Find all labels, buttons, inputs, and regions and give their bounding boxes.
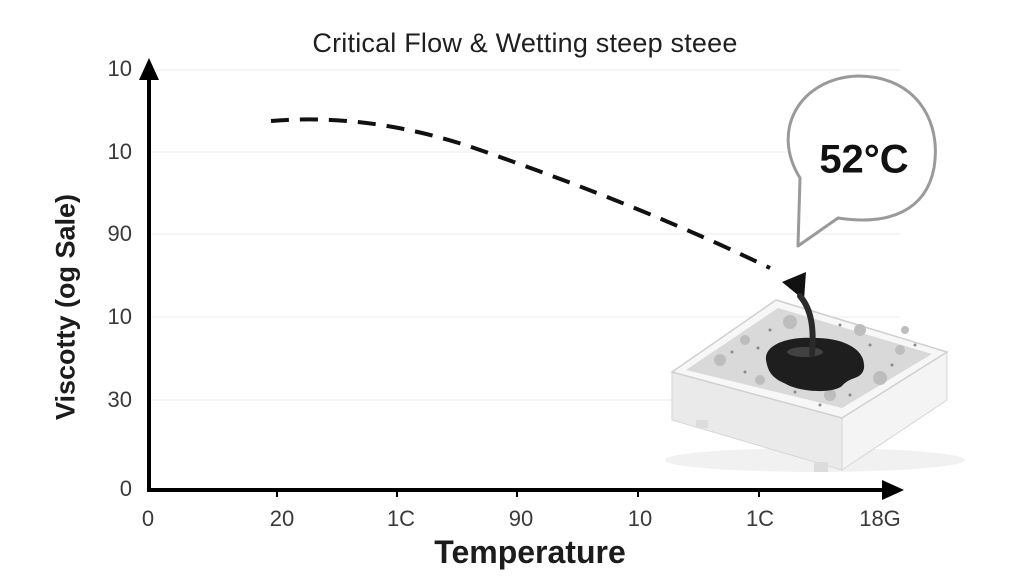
y-tick-label: 30 <box>107 387 132 412</box>
x-tick-label: 18G <box>859 506 901 531</box>
curve-arrowhead-icon <box>782 272 806 300</box>
y-axis-arrow-icon <box>139 58 159 80</box>
x-tick-label: 20 <box>269 506 295 531</box>
x-axis-label: Temperature <box>434 534 626 570</box>
x-tick-label: 1C <box>386 506 416 531</box>
y-tick-label: 10 <box>107 139 132 164</box>
y-tick-label: 0 <box>119 476 132 501</box>
x-tick-label: 10 <box>627 506 653 531</box>
y-tick-label: 90 <box>107 221 132 246</box>
x-axis-arrow-icon <box>882 480 904 500</box>
gridlines <box>150 69 900 401</box>
callout-text: 52°C <box>819 137 909 182</box>
liquid-stream <box>797 293 816 357</box>
tray-illustration <box>665 293 965 472</box>
chart-title: Critical Flow & Wetting steep steee <box>312 28 738 58</box>
x-tick-label: 0 <box>141 506 155 531</box>
x-tick-label: 1C <box>745 506 775 531</box>
x-tick-label: 90 <box>508 506 534 531</box>
callout-bubble <box>786 74 937 248</box>
y-tick-label: 10 <box>107 56 132 81</box>
axes <box>147 78 886 492</box>
y-tick-label: 10 <box>107 304 132 329</box>
viscosity-curve <box>270 117 771 270</box>
